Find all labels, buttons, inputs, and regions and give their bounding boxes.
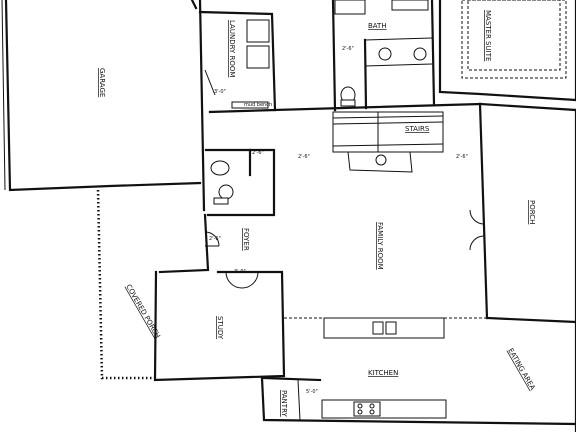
- dimension-note: 2'-6": [456, 154, 468, 160]
- covered-porch-outline: [96, 189, 158, 380]
- kitchen-label: KITCHEN: [368, 369, 398, 377]
- dimension-note: 2'-6": [342, 46, 354, 52]
- porch-label: PORCH: [528, 200, 536, 224]
- study-walls: [153, 270, 286, 382]
- dimension-note: 3'-0": [234, 269, 246, 275]
- laundry-walls: [198, 10, 277, 114]
- family-porch-walls: [469, 102, 576, 432]
- stair-block: [332, 111, 444, 173]
- study-label: STUDY: [216, 316, 224, 340]
- master-suite-label: MASTER SUITE: [484, 10, 492, 61]
- master-suite-walls: [438, 0, 576, 102]
- kitchen-walls: [260, 317, 576, 426]
- family-room-label: FAMILY ROOM: [376, 222, 384, 270]
- garage-walls: [1, 0, 206, 212]
- dimension-note: 2'-6": [209, 236, 221, 242]
- mud-bench-note: mud bench: [244, 102, 272, 108]
- laundry-label: LAUNDRY ROOM: [228, 20, 236, 77]
- dimension-note: 5'-0": [306, 389, 318, 395]
- foyer-walls: [158, 213, 220, 274]
- dimension-note: 2'-6": [298, 154, 310, 160]
- bath-label: BATH: [368, 22, 387, 30]
- foyer-label: FOYER: [242, 228, 250, 251]
- stairs-label: STAIRS: [405, 125, 430, 133]
- dimension-note: 2'-6": [252, 150, 264, 156]
- garage-label: GARAGE: [98, 68, 106, 97]
- dimension-note: 3'-0": [214, 89, 226, 95]
- bath-walls: [273, 0, 482, 112]
- powder-room-walls: [204, 148, 276, 217]
- pantry-label: PANTRY: [280, 390, 288, 417]
- eating-area-label: EATING AREA: [506, 347, 536, 392]
